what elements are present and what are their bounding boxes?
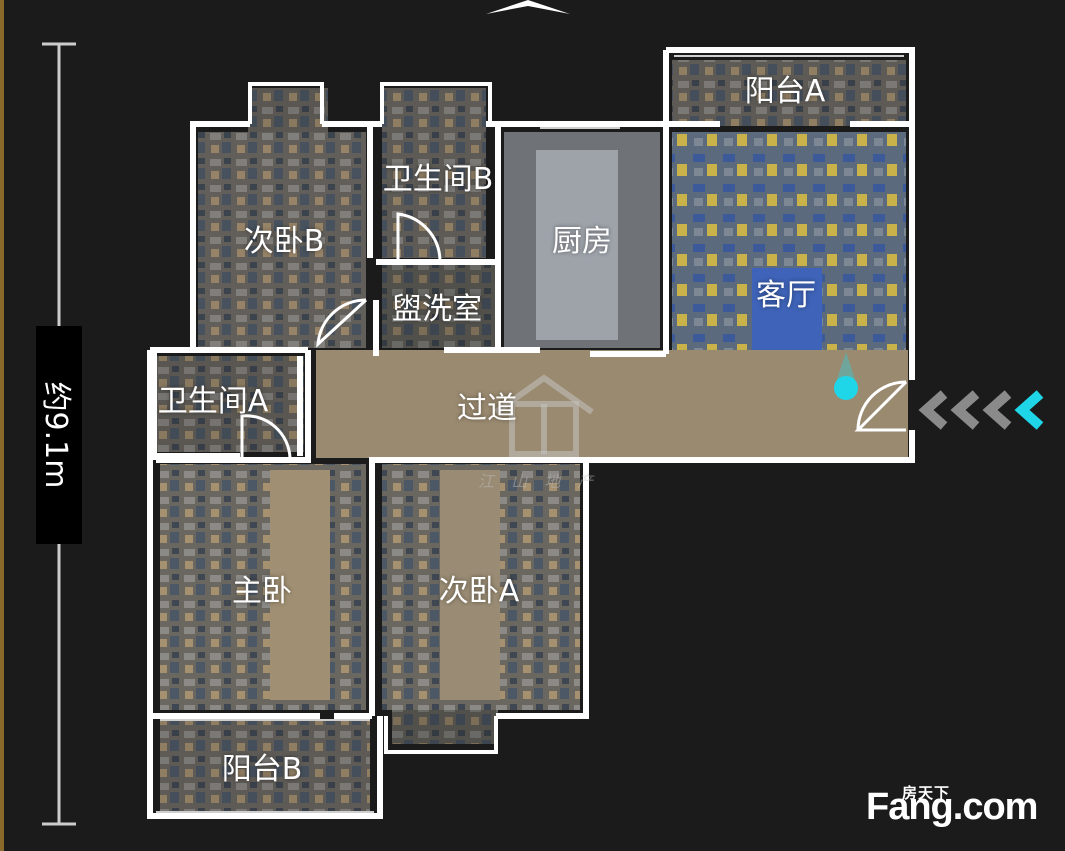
- room-label-kitchen[interactable]: 厨房: [552, 224, 612, 259]
- brand-logo: 房天下 Fang.com: [866, 782, 1051, 832]
- windows: [156, 55, 904, 813]
- position-marker-icon[interactable]: [834, 352, 858, 400]
- room-label-balcony-a[interactable]: 阳台A: [744, 74, 826, 109]
- house-watermark-icon: [494, 374, 594, 457]
- room-label-bathroom-b[interactable]: 卫生间B: [382, 162, 494, 197]
- walls: [147, 47, 915, 819]
- room-label-balcony-b[interactable]: 阳台B: [221, 752, 303, 787]
- north-arrow-icon: [486, 0, 570, 14]
- watermark-text: 江 山 地 产: [478, 472, 600, 491]
- left-edge-strip: [0, 0, 4, 851]
- room-label-washroom[interactable]: 盥洗室: [392, 292, 482, 327]
- brand-logo-top: 房天下: [902, 784, 951, 802]
- door-swings: [240, 212, 908, 459]
- entry-chevrons-icon[interactable]: [918, 390, 1044, 430]
- room-floors: [156, 60, 908, 816]
- room-label-corridor[interactable]: 过道: [457, 391, 517, 426]
- room-label-master-bedroom[interactable]: 主卧: [232, 574, 292, 609]
- room-label-second-bedroom-b[interactable]: 次卧B: [243, 224, 325, 259]
- room-label-second-bedroom-a[interactable]: 次卧A: [438, 574, 520, 609]
- brand-logo-main: Fang.com: [866, 786, 1038, 828]
- dimension-label: 约9.1m: [36, 326, 82, 544]
- room-label-living-room[interactable]: 客厅: [756, 278, 816, 313]
- room-label-bathroom-a[interactable]: 卫生间A: [157, 384, 269, 419]
- dimension-text: 约9.1m: [38, 381, 73, 489]
